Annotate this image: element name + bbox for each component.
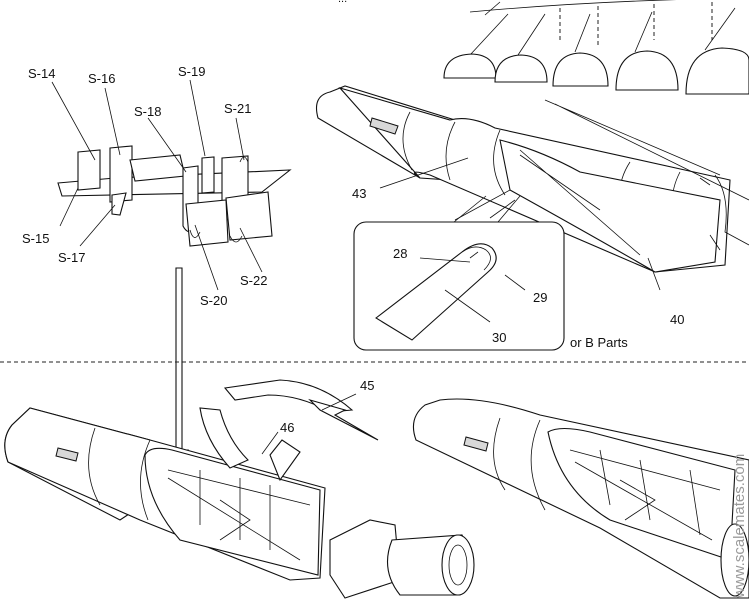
frame-s17-tab <box>112 193 126 215</box>
label-s17: S-17 <box>58 250 85 265</box>
label-45: 45 <box>360 378 374 393</box>
frame-s20-plate <box>186 200 228 246</box>
pod-bottom-left <box>5 380 474 598</box>
insert-arrow <box>170 268 188 466</box>
bulkhead-parts-row <box>444 8 749 94</box>
label-s22: S-22 <box>240 273 267 288</box>
top-dashed-guides <box>560 2 712 45</box>
label-29: 29 <box>533 290 547 305</box>
frame-s22-plate <box>226 192 272 240</box>
label-30: 30 <box>492 330 506 345</box>
frame-s14-plate <box>78 150 100 190</box>
label-s15: S-15 <box>22 231 49 246</box>
label-s20: S-20 <box>200 293 227 308</box>
watermark: www.scalemates.com <box>731 454 748 599</box>
pod-bl-exhaust-ring <box>442 535 474 595</box>
label-s14: S-14 <box>28 66 55 81</box>
label-s16: S-16 <box>88 71 115 86</box>
note-b-parts: or B Parts <box>570 335 628 350</box>
label-46: 46 <box>280 420 294 435</box>
header-fragment: ... <box>338 0 347 5</box>
label-s21: S-21 <box>224 101 251 116</box>
label-40: 40 <box>670 312 684 327</box>
top-wing-edge <box>470 0 749 12</box>
bulkhead-2 <box>495 55 547 82</box>
bulkhead-1 <box>444 54 496 78</box>
bulkhead-4 <box>616 51 678 90</box>
label-28: 28 <box>393 246 407 261</box>
frame-s19-plate <box>202 157 214 193</box>
label-43: 43 <box>352 186 366 201</box>
top-wing-edge-2 <box>485 2 500 15</box>
bulkhead-3 <box>553 53 608 86</box>
label-s19: S-19 <box>178 64 205 79</box>
bulkhead-5 <box>686 48 749 94</box>
label-s18: S-18 <box>134 104 161 119</box>
